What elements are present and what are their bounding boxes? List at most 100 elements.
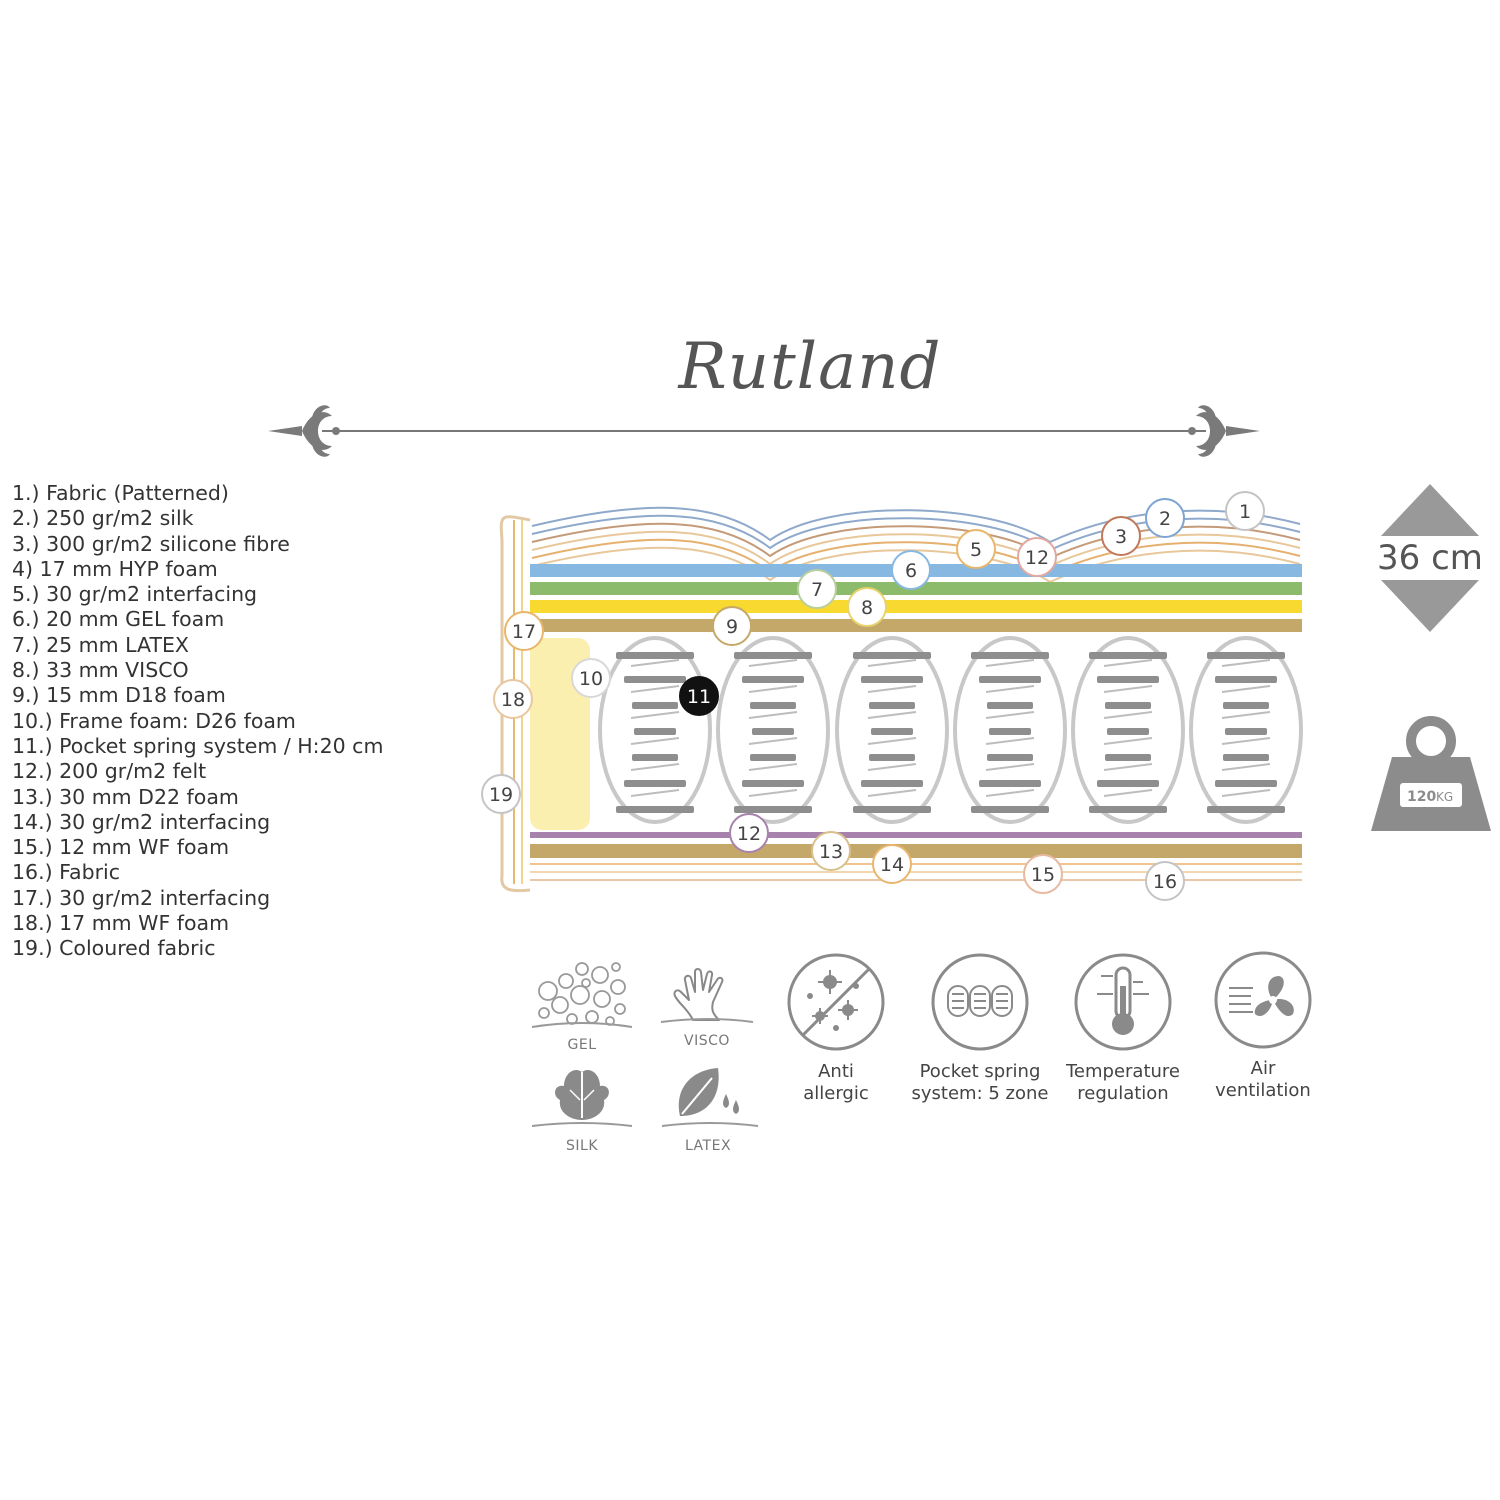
visco-label: VISCO — [684, 1033, 730, 1049]
callout-circle — [712, 606, 752, 646]
spring-coil-link — [985, 763, 1035, 771]
callout-circle — [504, 611, 544, 651]
legend-item: 14.) 30 gr/m2 interfacing — [12, 809, 271, 834]
latex-label: LATEX — [684, 1138, 732, 1154]
fleur-de-lis-left-icon — [268, 405, 340, 457]
gel-icon — [531, 962, 633, 1028]
spring-coil-bar — [752, 728, 794, 735]
thermometer-icon — [1074, 953, 1172, 1051]
spring-coil-bar — [734, 806, 812, 813]
callout-number: 11 — [687, 686, 711, 708]
callout-circle — [1101, 516, 1141, 556]
callout-number: 5 — [970, 539, 982, 561]
spring-coil-link — [1221, 737, 1271, 745]
legend-item: 11.) Pocket spring system / H:20 cm — [12, 733, 384, 758]
spring-coil-bar — [624, 780, 686, 787]
spring-coil-link — [985, 685, 1035, 693]
legend-item: 12.) 200 gr/m2 felt — [12, 759, 207, 784]
spring-coil-bar — [989, 728, 1031, 735]
callout-circle — [571, 658, 611, 698]
callout-circle — [891, 550, 931, 590]
callout-circle — [797, 569, 837, 609]
callout-circle — [872, 844, 912, 884]
legend-item: 10.) Frame foam: D26 foam — [12, 708, 296, 733]
d18-foam-band — [530, 619, 1302, 632]
spring-coil-link — [630, 789, 680, 797]
spring-coil-bar — [1105, 754, 1151, 761]
callout-number: 9 — [726, 616, 738, 638]
legend-item: 4) 17 mm HYP foam — [12, 556, 218, 581]
visco-hand-icon — [660, 968, 754, 1023]
spring-coil-bar — [1207, 652, 1285, 659]
spring-coil-bar — [979, 780, 1041, 787]
spring-coil-bar — [861, 780, 923, 787]
legend-item: 1.) Fabric (Patterned) — [12, 481, 229, 505]
spring-coil-link — [985, 711, 1035, 719]
callout-circle — [1225, 491, 1265, 531]
spring-coil-link — [985, 737, 1035, 745]
callout-number: 12 — [737, 823, 761, 845]
d22-foam-band — [530, 844, 1302, 858]
feature-label-temperature: Temperature regulation — [1065, 1061, 1181, 1104]
callout-circle — [847, 587, 887, 627]
spring-coil-link — [1221, 659, 1271, 667]
air-ventilation-icon — [1214, 951, 1312, 1049]
feature-label-air-ventilation: Air ventilation — [1215, 1058, 1311, 1101]
spring-coil-bar — [1089, 806, 1167, 813]
spring-coil-bar — [987, 702, 1033, 709]
legend-item: 9.) 15 mm D18 foam — [12, 683, 226, 708]
layer-legend: 1.) Fabric (Patterned)2.) 250 gr/m2 silk… — [12, 481, 383, 962]
anti-allergic-icon — [787, 953, 885, 1051]
spring-coil-link — [1103, 763, 1153, 771]
spring-coil-link — [630, 763, 680, 771]
spring-coil-link — [867, 685, 917, 693]
spring-coil-link — [985, 789, 1035, 797]
feature-label-anti-allergic: Anti allergic — [803, 1061, 869, 1104]
callout-number: 18 — [501, 689, 525, 711]
callout-number: 12 — [1025, 547, 1049, 569]
spring-coil-link — [1103, 737, 1153, 745]
callout-number: 3 — [1115, 526, 1127, 548]
spring-coil-link — [1221, 685, 1271, 693]
spring-coil-bar — [987, 754, 1033, 761]
visco-band — [530, 600, 1302, 613]
spring-coil-bar — [1225, 728, 1267, 735]
spring-coil-bar — [1223, 754, 1269, 761]
callout-number: 2 — [1159, 508, 1171, 530]
spring-coil-bar — [632, 754, 678, 761]
spring-coil-bar — [624, 676, 686, 683]
legend-item: 16.) Fabric — [12, 860, 120, 885]
spring-coil-bar — [853, 806, 931, 813]
spring-coil-link — [985, 659, 1035, 667]
spring-coil-bar — [871, 728, 913, 735]
spring-coil-bar — [750, 754, 796, 761]
spring-coil-link — [867, 763, 917, 771]
callout-number: 7 — [811, 579, 823, 601]
legend-item: 2.) 250 gr/m2 silk — [12, 506, 194, 531]
spring-coil-link — [867, 659, 917, 667]
pocket-spring-icon — [931, 953, 1029, 1051]
callout-circle — [1145, 498, 1185, 538]
callout-circle — [481, 774, 521, 814]
feature-label-pocket-spring: Pocket spring system: 5 zone — [911, 1061, 1049, 1104]
spring-coil-link — [867, 737, 917, 745]
callout-number: 10 — [579, 668, 603, 690]
spring-coil-bar — [869, 754, 915, 761]
spring-coil-bar — [1215, 780, 1277, 787]
silk-butterfly-icon — [531, 1069, 633, 1127]
felt-band — [530, 832, 1302, 838]
spring-coil-bar — [869, 702, 915, 709]
callout-circle — [679, 676, 719, 716]
legend-item: 7.) 25 mm LATEX — [12, 632, 189, 657]
spring-coil-link — [630, 685, 680, 693]
callout-number: 13 — [819, 841, 843, 863]
spring-coil-link — [748, 763, 798, 771]
callout-number: 8 — [861, 597, 873, 619]
spring-coil-bar — [1105, 702, 1151, 709]
callout-number: 1 — [1239, 501, 1251, 523]
legend-item: 5.) 30 gr/m2 interfacing — [12, 582, 258, 607]
weight-icon: 120 KG — [1371, 716, 1491, 831]
product-title: Rutland — [678, 330, 942, 404]
callout-circle — [729, 813, 769, 853]
